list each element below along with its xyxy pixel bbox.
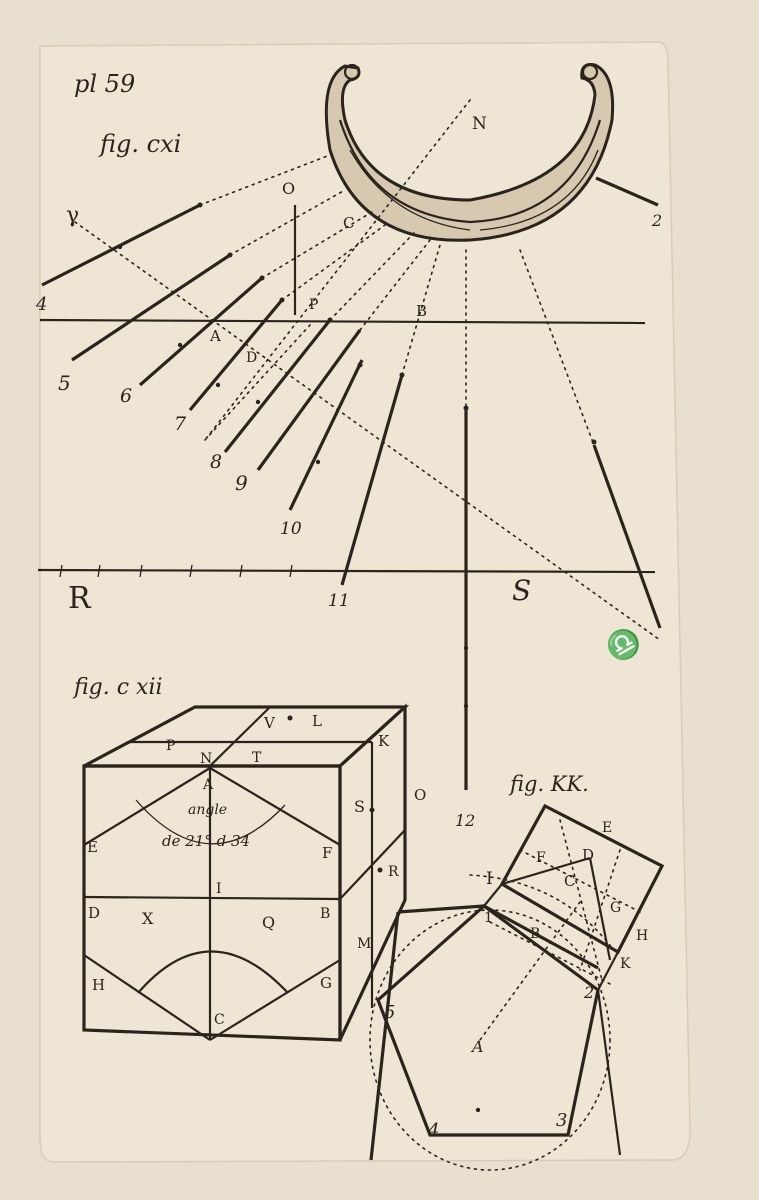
fig-kk-title: fig. KK. — [508, 772, 589, 796]
fig-cxi: fig. cxi — [35, 63, 662, 830]
hour-lines — [41, 176, 662, 629]
kk-label-1: 1 — [484, 910, 493, 926]
label-hour-9: 9 — [235, 471, 248, 495]
label-s: S — [512, 574, 531, 607]
cube-label-r: R — [388, 864, 399, 880]
cube-label-f: F — [322, 844, 332, 862]
label-p: P — [309, 297, 318, 313]
cube-angle-line-1: angle — [188, 802, 227, 818]
kk-label-4: 4 — [427, 1120, 439, 1141]
kk-label-k: K — [620, 956, 631, 972]
fig-cxi-title: fig. cxi — [98, 130, 181, 158]
kk-square — [499, 803, 665, 955]
kk-center-dot — [475, 1107, 481, 1113]
axis-line-n — [204, 99, 471, 441]
hour-dots — [117, 202, 597, 709]
cube-angle-line-2: de 21° d 34 — [162, 832, 250, 850]
label-b: B — [416, 302, 427, 320]
label-hour-6: 6 — [120, 385, 132, 407]
label-hour-8: 8 — [210, 451, 222, 473]
label-aries: γ — [66, 203, 79, 228]
kk-label-g: G — [610, 900, 621, 916]
cube-label-t: T — [252, 750, 262, 766]
hour-lines-dotted — [199, 154, 595, 446]
kk-right-vertical — [596, 989, 622, 1156]
label-hour-7: 7 — [174, 413, 187, 435]
kk-label-f: F — [536, 850, 546, 866]
cube-label-e: E — [87, 838, 98, 856]
kk-square-inner-1 — [483, 904, 599, 970]
cube — [82, 703, 410, 1042]
kk-label-i: I — [486, 869, 493, 889]
cube-label-n: N — [200, 751, 212, 767]
kk-left-vertical — [369, 911, 400, 1161]
cube-label-h: H — [92, 976, 105, 994]
cube-label-p: P — [166, 738, 175, 754]
kk-dotted-arc — [469, 874, 613, 949]
horizon-ticks — [59, 564, 293, 578]
kk-label-3: 3 — [556, 1110, 567, 1131]
cube-label-v: V — [263, 714, 276, 732]
kk-label-a: A — [470, 1037, 484, 1056]
cube-dot-s — [369, 807, 375, 813]
label-o: O — [282, 179, 295, 198]
cube-label-a: A — [202, 777, 214, 793]
kk-label-2: 2 — [583, 983, 594, 1002]
label-hour-12: 12 — [455, 811, 475, 830]
label-hour-4: 4 — [35, 294, 47, 315]
kk-top-edge — [397, 904, 485, 914]
cube-lower-arc — [137, 950, 289, 994]
cube-label-x: X — [142, 909, 154, 928]
kk-square-inner-3 — [597, 951, 619, 991]
crescent-gnomon — [324, 63, 615, 242]
cube-dot-r — [377, 867, 383, 873]
cube-label-d: D — [88, 904, 100, 922]
label-r: R — [68, 581, 92, 616]
label-hour-5: 5 — [58, 371, 71, 395]
cube-label-k: K — [378, 732, 390, 750]
kk-label-e: E — [602, 820, 612, 836]
cube-label-g: G — [320, 974, 332, 992]
cube-label-s: S — [354, 797, 365, 816]
cube-upper-arc — [135, 799, 286, 845]
kk-label-b: B — [530, 926, 540, 942]
equinoctial-line — [39, 318, 646, 325]
cube-label-i: I — [216, 881, 222, 897]
kk-square-dotted — [479, 819, 641, 1041]
kk-label-5: 5 — [384, 1002, 395, 1023]
kk-label-c: C — [564, 872, 575, 890]
cube-label-q: Q — [262, 913, 275, 932]
label-n: N — [472, 114, 487, 134]
kk-square-inner-2 — [483, 883, 503, 907]
kk-label-d: D — [582, 846, 594, 864]
kk-pentagon — [376, 903, 600, 1137]
label-hour-10: 10 — [280, 519, 302, 539]
kk-label-h: H — [636, 928, 648, 944]
plate-number: pl 59 — [74, 70, 135, 98]
label-d: D — [246, 350, 257, 366]
label-hour-11: 11 — [328, 591, 350, 611]
cube-label-m: M — [357, 936, 371, 952]
kk-triangle-left — [501, 856, 591, 886]
fig-kk: fig. KK. E F D I C G H 1 B K — [369, 772, 665, 1171]
cube-label-l: L — [312, 712, 322, 730]
cube-dot-v — [287, 715, 293, 721]
cube-inner-lines — [83, 706, 406, 1041]
cube-label-b: B — [320, 906, 330, 922]
fig-cxii-title: fig. c xii — [72, 675, 163, 700]
label-a: A — [209, 327, 221, 345]
cube-label-o: O — [414, 786, 426, 804]
label-hour-2: 2 — [651, 211, 662, 230]
fig-cxii: fig. c xii V L P N T — [72, 675, 426, 1042]
cube-label-c: C — [214, 1012, 225, 1028]
label-c: C — [343, 214, 354, 232]
